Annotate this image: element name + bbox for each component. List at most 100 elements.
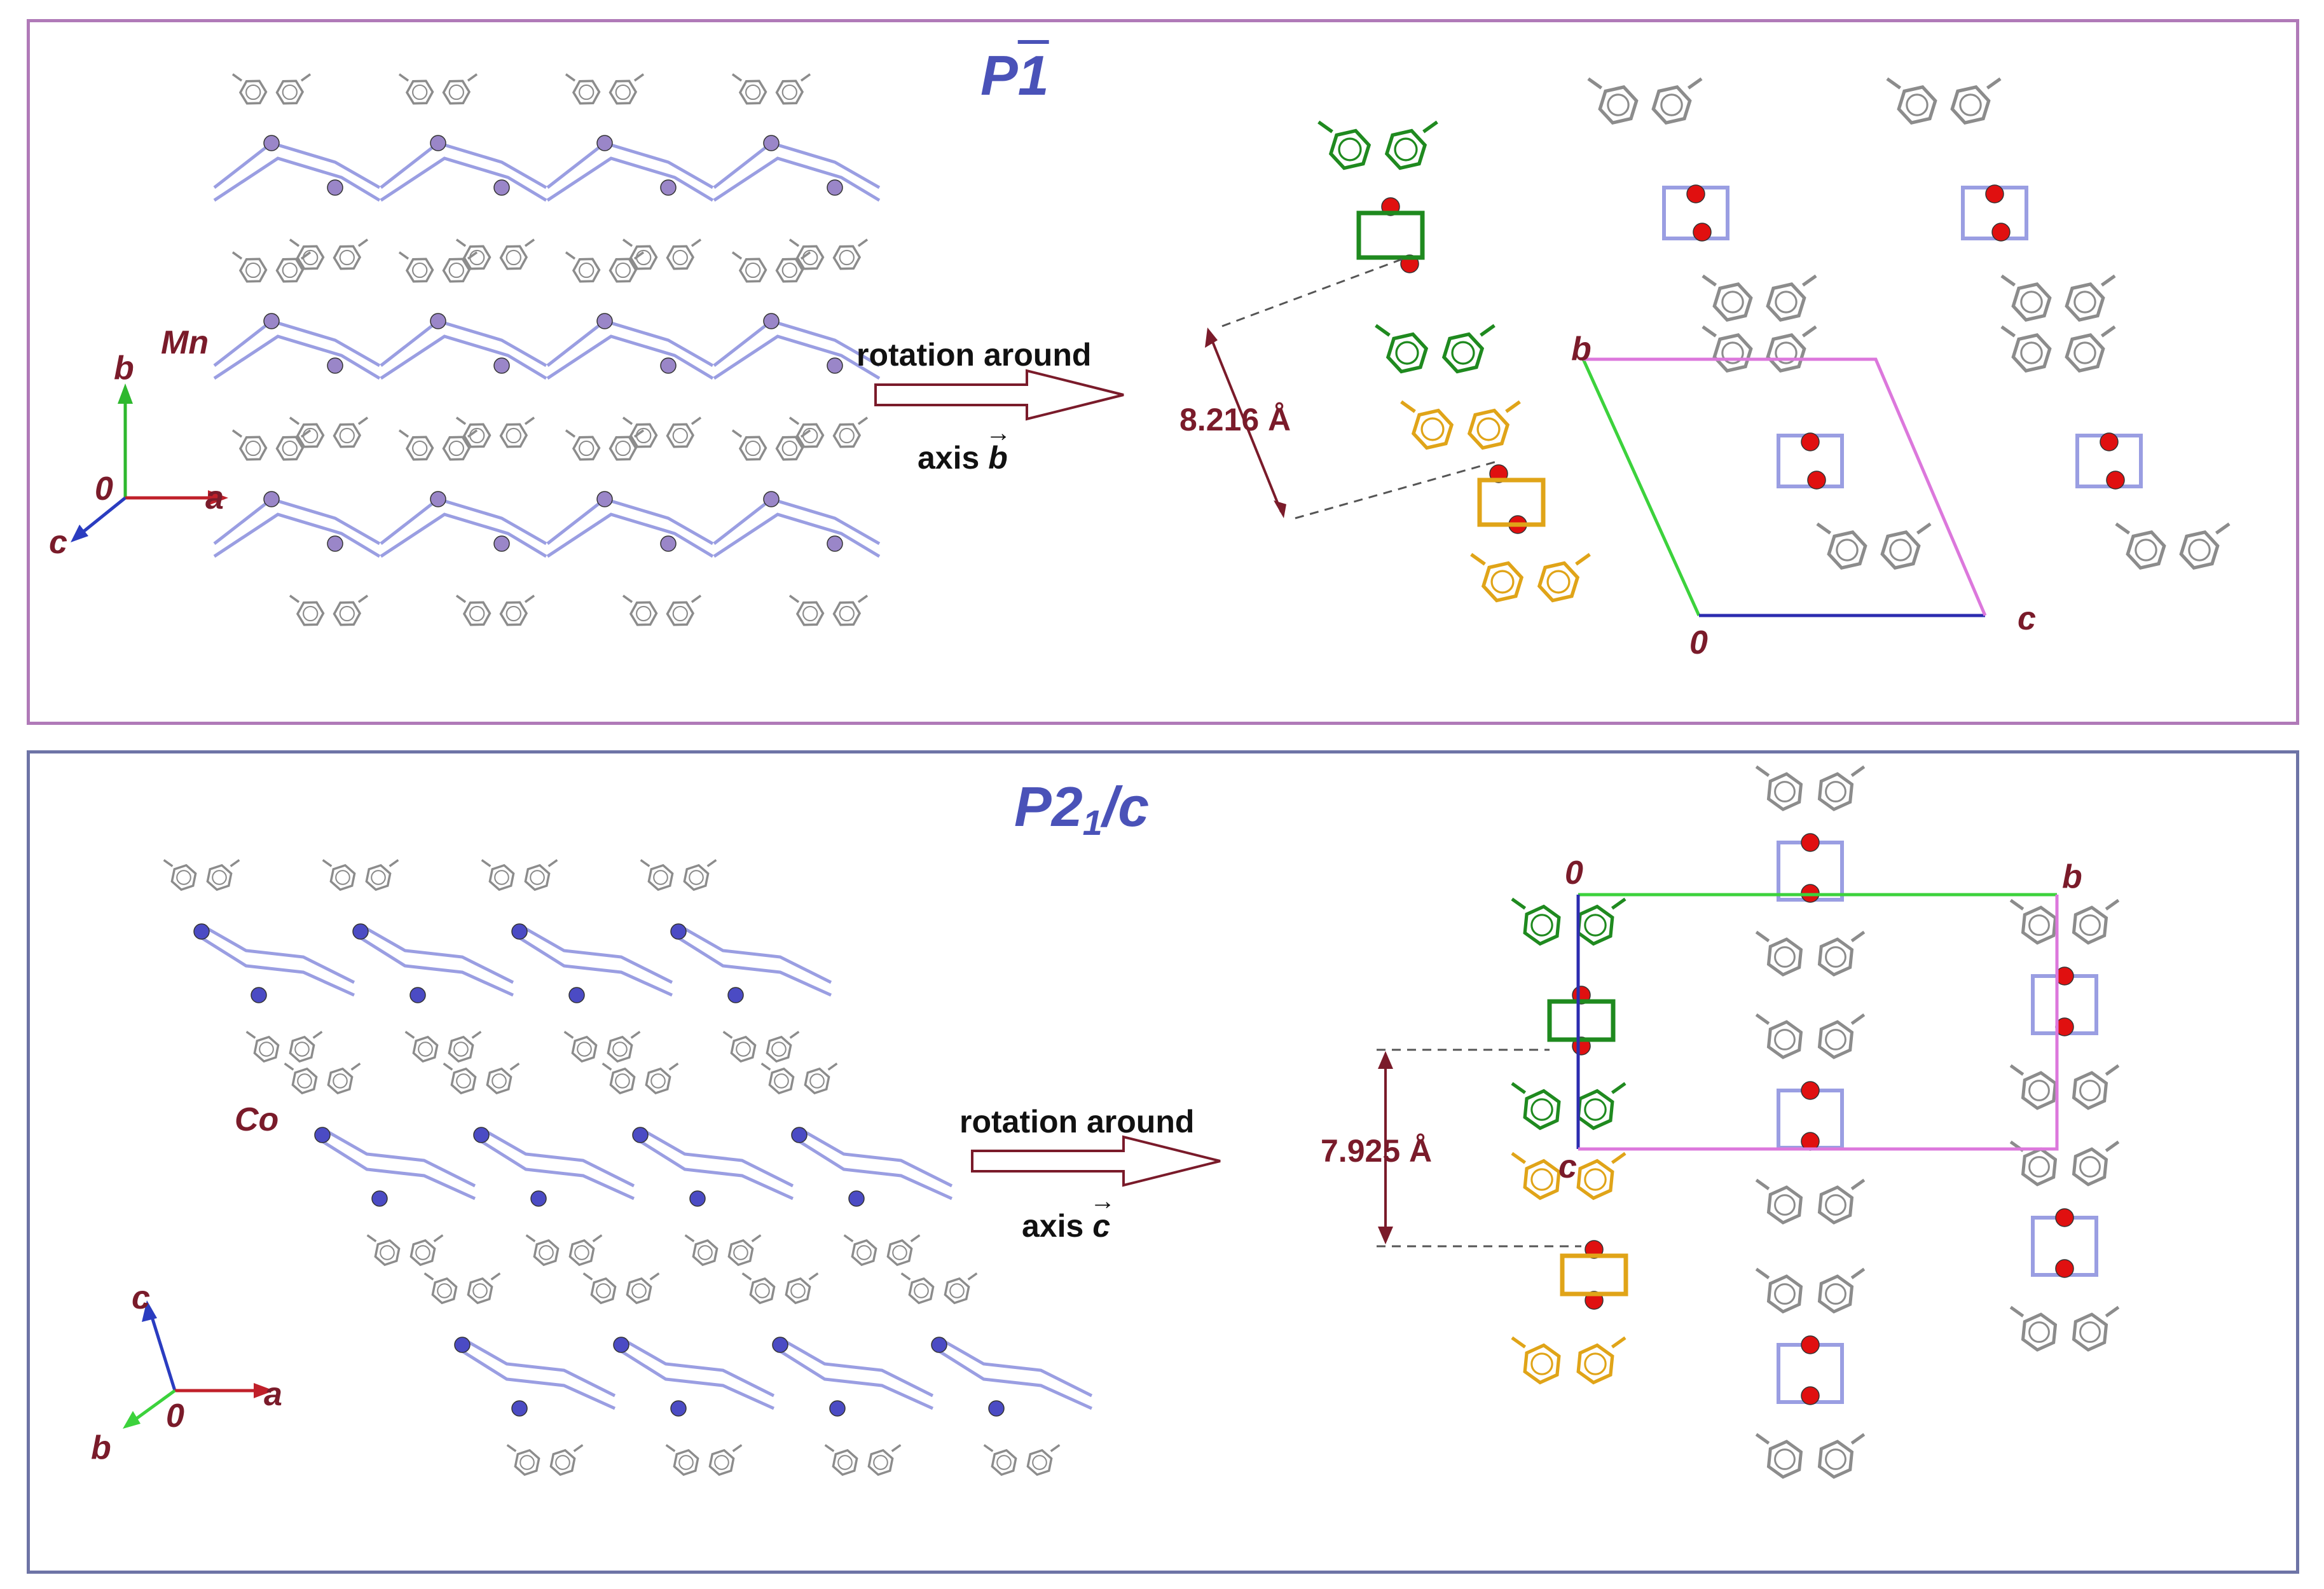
ring bbox=[832, 423, 862, 448]
metal-atom bbox=[827, 535, 843, 552]
ring-inner bbox=[472, 1283, 488, 1298]
ring bbox=[533, 1239, 560, 1267]
methyl bbox=[760, 1063, 771, 1071]
ring-inner bbox=[996, 1455, 1012, 1470]
methyl bbox=[388, 859, 399, 867]
metal-atom bbox=[511, 923, 528, 940]
ring bbox=[450, 1067, 477, 1095]
ring-inner bbox=[2073, 341, 2096, 364]
methyl bbox=[1801, 274, 1817, 287]
metal-atom bbox=[727, 987, 744, 1003]
ring bbox=[1523, 904, 1561, 946]
ring bbox=[1766, 1440, 1803, 1479]
ring bbox=[647, 863, 674, 891]
ring-inner bbox=[282, 262, 298, 279]
bridge-ligand bbox=[677, 923, 832, 984]
ring-inner bbox=[1584, 1352, 1607, 1375]
methyl bbox=[443, 1063, 453, 1071]
methyl bbox=[630, 1031, 641, 1039]
metal-atom bbox=[670, 923, 687, 940]
ring-inner bbox=[1490, 570, 1515, 594]
methyl bbox=[455, 416, 467, 425]
ring bbox=[1576, 1343, 1614, 1385]
bridge-ligand bbox=[779, 1349, 934, 1410]
methyl bbox=[789, 1031, 800, 1039]
bridge-ligand bbox=[1560, 1253, 1628, 1297]
metal-atom bbox=[430, 491, 446, 507]
methyl bbox=[1480, 324, 1495, 337]
metal-label-co: Co bbox=[235, 1101, 279, 1138]
ring bbox=[296, 423, 325, 448]
bridge-ligand bbox=[798, 1139, 953, 1200]
methyl bbox=[1422, 120, 1438, 134]
bridge-ligand bbox=[380, 334, 547, 380]
ring bbox=[333, 245, 362, 270]
ring bbox=[499, 423, 528, 448]
ring bbox=[442, 258, 471, 283]
metal-atom bbox=[660, 357, 677, 374]
metal-atom bbox=[193, 923, 210, 940]
methyl bbox=[467, 251, 478, 260]
ring bbox=[609, 436, 638, 461]
ring bbox=[442, 79, 471, 105]
ring bbox=[462, 423, 492, 448]
ring bbox=[832, 1448, 858, 1476]
ring-inner bbox=[2079, 1080, 2101, 1101]
ring bbox=[629, 245, 658, 270]
bridge-ligand bbox=[480, 1139, 635, 1200]
metal-atom bbox=[2100, 432, 2119, 451]
bridge-ligand bbox=[713, 512, 881, 558]
axis-origin-bottom: 0 bbox=[166, 1398, 184, 1434]
methyl bbox=[668, 1063, 679, 1071]
ring-inner bbox=[530, 870, 545, 885]
metal-atom bbox=[530, 1190, 547, 1207]
ring bbox=[692, 1239, 719, 1267]
ring bbox=[1766, 1274, 1803, 1314]
bridge-ligand bbox=[359, 936, 514, 997]
methyl bbox=[1611, 1082, 1626, 1094]
structure-drawing-top bbox=[71, 73, 2231, 626]
panel-monoclinic: P21/c Co c 0 a b rotation around axis c … bbox=[27, 750, 2299, 1574]
ring-inner bbox=[1530, 914, 1553, 937]
ring bbox=[206, 863, 233, 891]
ring bbox=[486, 1067, 512, 1095]
ring-inner bbox=[282, 440, 298, 457]
ring bbox=[908, 1277, 935, 1305]
methyl bbox=[633, 429, 645, 438]
axis-triad-top bbox=[71, 383, 228, 542]
ring-inner bbox=[672, 249, 688, 266]
bridge-ligand bbox=[713, 319, 881, 368]
ring bbox=[673, 1448, 699, 1476]
ring bbox=[275, 436, 305, 461]
metal-atom bbox=[763, 491, 780, 507]
ring-inner bbox=[2135, 539, 2157, 561]
ring-inner bbox=[2079, 1321, 2101, 1343]
ring bbox=[609, 258, 638, 283]
ring-inner bbox=[2028, 1156, 2050, 1178]
methyl bbox=[1702, 274, 1717, 287]
ring bbox=[291, 1067, 318, 1095]
ring-inner bbox=[914, 1283, 929, 1298]
ring bbox=[785, 1277, 811, 1305]
ring-inner bbox=[333, 1073, 348, 1089]
ring bbox=[572, 436, 601, 461]
methyl bbox=[490, 1272, 501, 1281]
ring-inner bbox=[1825, 1283, 1846, 1305]
methyl bbox=[649, 1272, 660, 1281]
methyl bbox=[731, 73, 743, 82]
methyl bbox=[366, 1234, 377, 1242]
methyl bbox=[1611, 1152, 1626, 1164]
ring-inner bbox=[1584, 1098, 1607, 1121]
methyl bbox=[231, 429, 243, 438]
ring-inner bbox=[371, 870, 386, 885]
ring-inner bbox=[2020, 291, 2043, 313]
ring bbox=[467, 1277, 493, 1305]
methyl bbox=[788, 595, 800, 603]
methyl bbox=[788, 416, 800, 425]
methyl bbox=[910, 1234, 921, 1242]
ring bbox=[170, 863, 197, 891]
methyl bbox=[289, 416, 300, 425]
methyl bbox=[706, 859, 717, 867]
methyl bbox=[808, 1272, 819, 1281]
ring bbox=[991, 1448, 1017, 1476]
